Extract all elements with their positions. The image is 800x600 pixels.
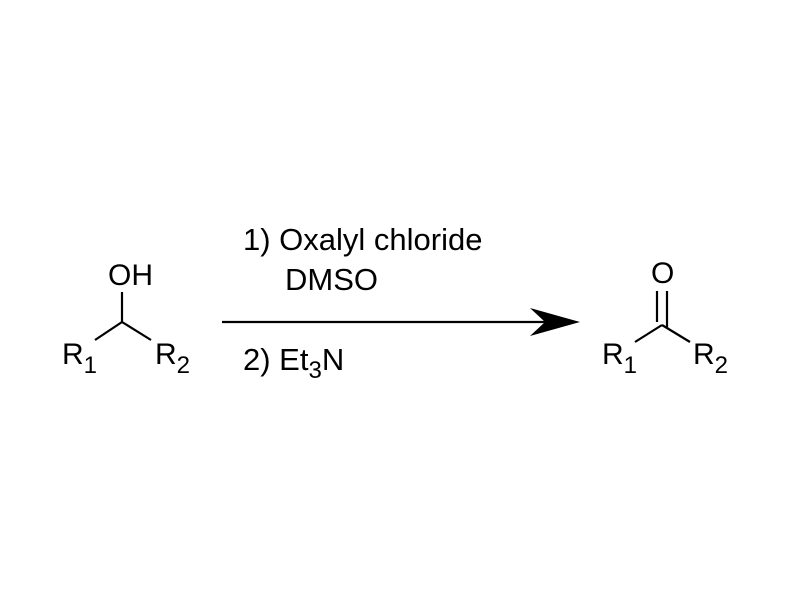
condition-step1-solvent: DMSO: [285, 262, 378, 297]
product-r2-label: R2: [693, 338, 728, 379]
product-ketone: [634, 291, 691, 343]
bond-c-r2: [121, 321, 152, 341]
reactant-r2-label: R2: [155, 338, 190, 379]
product-o-label: O: [651, 257, 674, 290]
bond-c-r2: [661, 324, 691, 343]
condition-step2: 2) Et3N: [243, 342, 344, 384]
reactant-r1-label: R1: [62, 338, 97, 379]
bond-c-r1: [634, 324, 663, 343]
arrowhead-icon: [530, 308, 580, 336]
reactant-oh-label: OH: [108, 259, 153, 292]
condition-step1: 1) Oxalyl chloride: [243, 222, 482, 257]
reactant-alcohol: [94, 292, 152, 341]
product-r1-label: R1: [602, 338, 637, 379]
reaction-arrow: [222, 308, 580, 336]
bond-c-r1: [94, 321, 123, 341]
